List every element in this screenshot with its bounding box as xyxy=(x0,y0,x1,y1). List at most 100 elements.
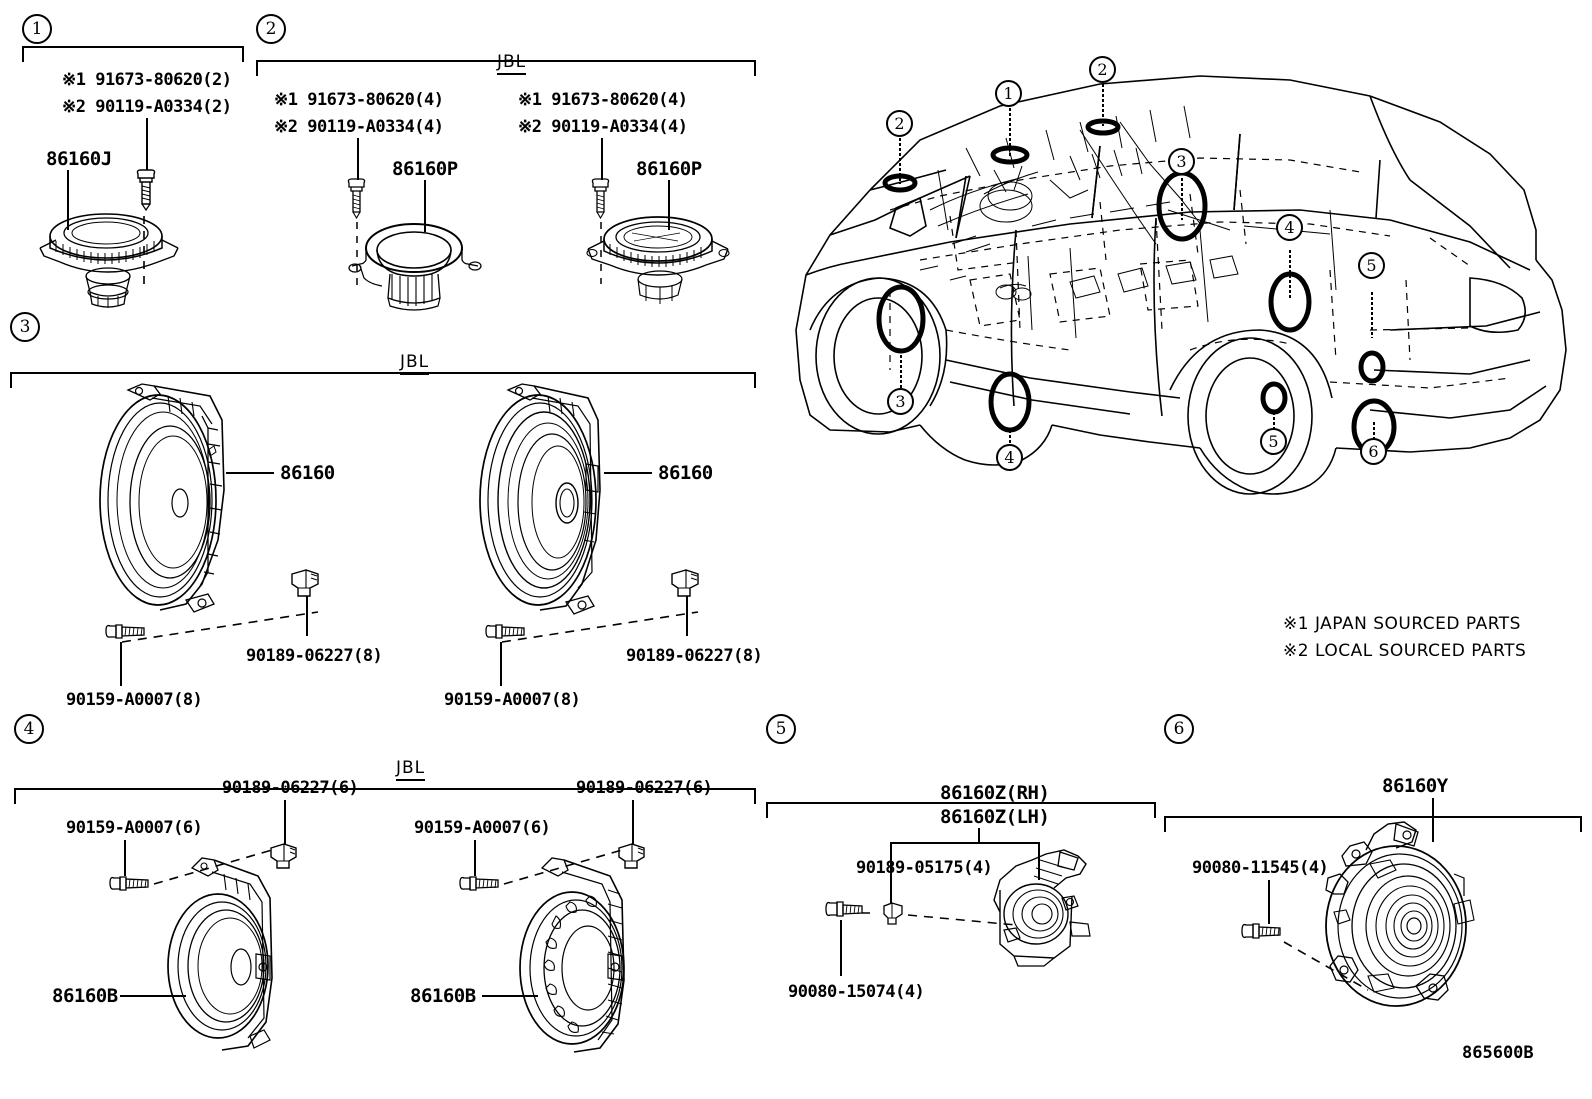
section-2-itemB-fastener-1: ※1 91673-80620(4) xyxy=(518,90,688,110)
section-4-itemA-clip-leader xyxy=(284,800,286,844)
section-3-itemB-part-leader xyxy=(604,472,652,474)
section-5-fastener-1: 90189-05175(4) xyxy=(856,858,993,878)
section-number-6: 6 xyxy=(1164,714,1194,744)
vehicle-callout-6: 6 xyxy=(1360,438,1387,465)
vehicle-callout-1-leader xyxy=(1009,108,1011,156)
speaker-86160-B-illustration xyxy=(479,383,601,615)
section-5-clip-icon xyxy=(883,902,903,925)
section-3-itemB-clip-leader xyxy=(686,596,688,636)
section-2-itemB-part-label: 86160P xyxy=(636,158,702,180)
vehicle-callout-5a-number: 5 xyxy=(1260,428,1287,455)
section-3-itemA-part-label: 86160 xyxy=(280,462,335,484)
section-number-5: 5 xyxy=(766,714,796,744)
section-3-callout-circle: 3 xyxy=(10,312,40,342)
section-3-itemA-fastener-2: 90159-A0007(8) xyxy=(66,690,203,710)
vehicle-callout-1-number: 1 xyxy=(995,80,1022,107)
section-2-itemB-part-leader xyxy=(668,180,670,230)
section-3-itemA-clip-leader xyxy=(306,596,308,636)
section-number-2: 2 xyxy=(256,14,286,44)
section-4-itemA-part-label: 86160B xyxy=(52,985,118,1007)
section-5-part-label-lh: 86160Z(LH) xyxy=(940,806,1050,828)
vehicle-callout-2a: 2 xyxy=(886,110,913,137)
section-6-dashed-leader xyxy=(1283,941,1369,991)
section-1-fastener-leader xyxy=(146,118,148,170)
vehicle-callout-1: 1 xyxy=(995,80,1022,107)
section-3-itemB-fastener-1: 90189-06227(8) xyxy=(626,646,763,666)
section-3-bracket xyxy=(10,372,756,388)
section-2-itemA-fastener-1: ※1 91673-80620(4) xyxy=(274,90,444,110)
section-2-itemB-fastener-leader xyxy=(601,138,603,180)
section-2-brand-label: JBL xyxy=(497,52,527,75)
section-number-1: 1 xyxy=(22,14,52,44)
section-5-part-leader-stub xyxy=(978,828,980,842)
speaker-86160Z-illustration xyxy=(993,849,1091,967)
section-5-bolt-icon xyxy=(825,901,863,917)
vehicle-callout-3b-leader xyxy=(1181,178,1183,220)
vehicle-callout-4b-leader xyxy=(1289,250,1291,300)
vehicle-callout-5b-leader xyxy=(1371,292,1373,338)
vehicle-callout-3b: 3 xyxy=(1168,148,1195,175)
speaker-86160B-A-illustration xyxy=(167,857,273,1051)
vehicle-callout-5a: 5 xyxy=(1260,428,1287,455)
section-5-clip-leader xyxy=(890,842,892,904)
vehicle-callout-3a-number: 3 xyxy=(887,388,914,415)
vehicle-callout-5b-number: 5 xyxy=(1358,252,1385,279)
vehicle-callout-4b-number: 4 xyxy=(1276,214,1303,241)
section-4-itemB-fastener-1: 90189-06227(6) xyxy=(576,778,713,798)
vehicle-callout-2b-number: 2 xyxy=(1089,56,1116,83)
section-number-4: 4 xyxy=(14,714,44,744)
section-2-itemA-screw-icon xyxy=(347,178,366,220)
section-4-itemB-clip-icon xyxy=(618,843,645,869)
vehicle-illustration xyxy=(795,75,1567,495)
section-5-part-label-rh: 86160Z(RH) xyxy=(940,782,1050,804)
section-4-itemB-bolt-icon xyxy=(459,876,499,891)
vehicle-callout-2b: 2 xyxy=(1089,56,1116,83)
speaker-86160J-illustration xyxy=(39,213,179,308)
section-4-itemB-part-leader xyxy=(482,995,538,997)
section-5-callout-circle: 5 xyxy=(766,714,796,744)
section-5-fastener-2: 90080-15074(4) xyxy=(788,982,925,1002)
section-4-itemA-fastener-2: 90159-A0007(6) xyxy=(66,818,203,838)
section-4-itemA-bolt-icon xyxy=(109,876,149,891)
vehicle-callout-6-number: 6 xyxy=(1360,438,1387,465)
section-5-part-leader-rail xyxy=(890,842,1040,844)
section-5-bracket xyxy=(766,802,1156,818)
vehicle-callout-2a-leader xyxy=(899,138,901,184)
speaker-86160-A-illustration xyxy=(99,383,225,613)
section-3-brand-label: JBL xyxy=(400,352,430,375)
speaker-86160P-A-illustration xyxy=(348,223,482,311)
section-6-callout-circle: 6 xyxy=(1164,714,1194,744)
section-6-fastener-1: 90080-11545(4) xyxy=(1192,858,1329,878)
section-1-dashed-leader xyxy=(143,216,145,286)
section-5-dashed-leader xyxy=(862,912,1017,926)
section-4-itemA-part-leader xyxy=(120,995,186,997)
figure-id: 865600B xyxy=(1462,1043,1534,1063)
vehicle-callout-3a: 3 xyxy=(887,388,914,415)
section-2-bracket xyxy=(256,60,756,76)
section-2-itemA-part-leader xyxy=(424,180,426,232)
vehicle-callout-2b-leader xyxy=(1102,84,1104,126)
vehicle-callout-4b: 4 xyxy=(1276,214,1303,241)
section-number-3: 3 xyxy=(10,312,40,342)
section-2-itemB-dashed-leader xyxy=(600,222,602,284)
source-note-1: ※1 JAPAN SOURCED PARTS xyxy=(1283,614,1521,634)
section-6-bolt-leader xyxy=(1268,880,1270,924)
section-3-itemA-bolt-leader xyxy=(120,642,122,686)
section-3-itemB-part-label: 86160 xyxy=(658,462,713,484)
source-note-2: ※2 LOCAL SOURCED PARTS xyxy=(1283,641,1527,661)
section-2-itemB-screw-icon xyxy=(591,178,610,220)
section-3-itemA-dashed-leader xyxy=(121,611,319,643)
section-2-itemA-fastener-2: ※2 90119-A0334(4) xyxy=(274,117,444,137)
section-4-brand-label: JBL xyxy=(396,758,426,781)
section-4-itemA-bolt-leader xyxy=(124,840,126,876)
section-3-itemB-bolt-leader xyxy=(500,642,502,686)
vehicle-callout-3b-number: 3 xyxy=(1168,148,1195,175)
section-1-fastener-1: ※1 91673-80620(2) xyxy=(62,70,232,90)
section-3-itemB-fastener-2: 90159-A0007(8) xyxy=(444,690,581,710)
section-2-itemA-part-label: 86160P xyxy=(392,158,458,180)
section-4-itemB-clip-leader xyxy=(632,800,634,844)
section-3-itemB-dashed-leader xyxy=(501,611,699,643)
vehicle-callout-4a: 4 xyxy=(996,444,1023,471)
section-1-part-label: 86160J xyxy=(46,148,112,170)
